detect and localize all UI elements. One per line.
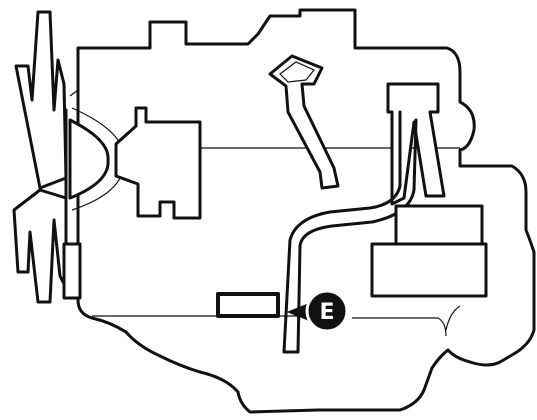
pulley-line — [69, 89, 79, 97]
fan-blade-upper — [14, 10, 68, 190]
engine-outline — [76, 8, 536, 414]
callout-circle — [305, 289, 349, 333]
pulley — [68, 118, 110, 200]
fan-blade-lower — [12, 188, 68, 304]
callout-letter: E — [319, 300, 334, 325]
upper-hose-fitting — [279, 61, 315, 83]
callout-badge: E — [305, 289, 349, 333]
component-box-lower — [370, 242, 488, 298]
component-box-upper — [394, 204, 484, 248]
thermostat-housing — [386, 82, 446, 206]
sensor-connector[interactable] — [216, 292, 280, 318]
body-line-curve-2 — [445, 305, 461, 331]
water-pump — [114, 106, 202, 220]
upper-hose — [268, 54, 340, 190]
body-line-curve — [437, 317, 447, 337]
lower-bracket — [62, 242, 82, 300]
coolant-pipe — [282, 110, 418, 354]
